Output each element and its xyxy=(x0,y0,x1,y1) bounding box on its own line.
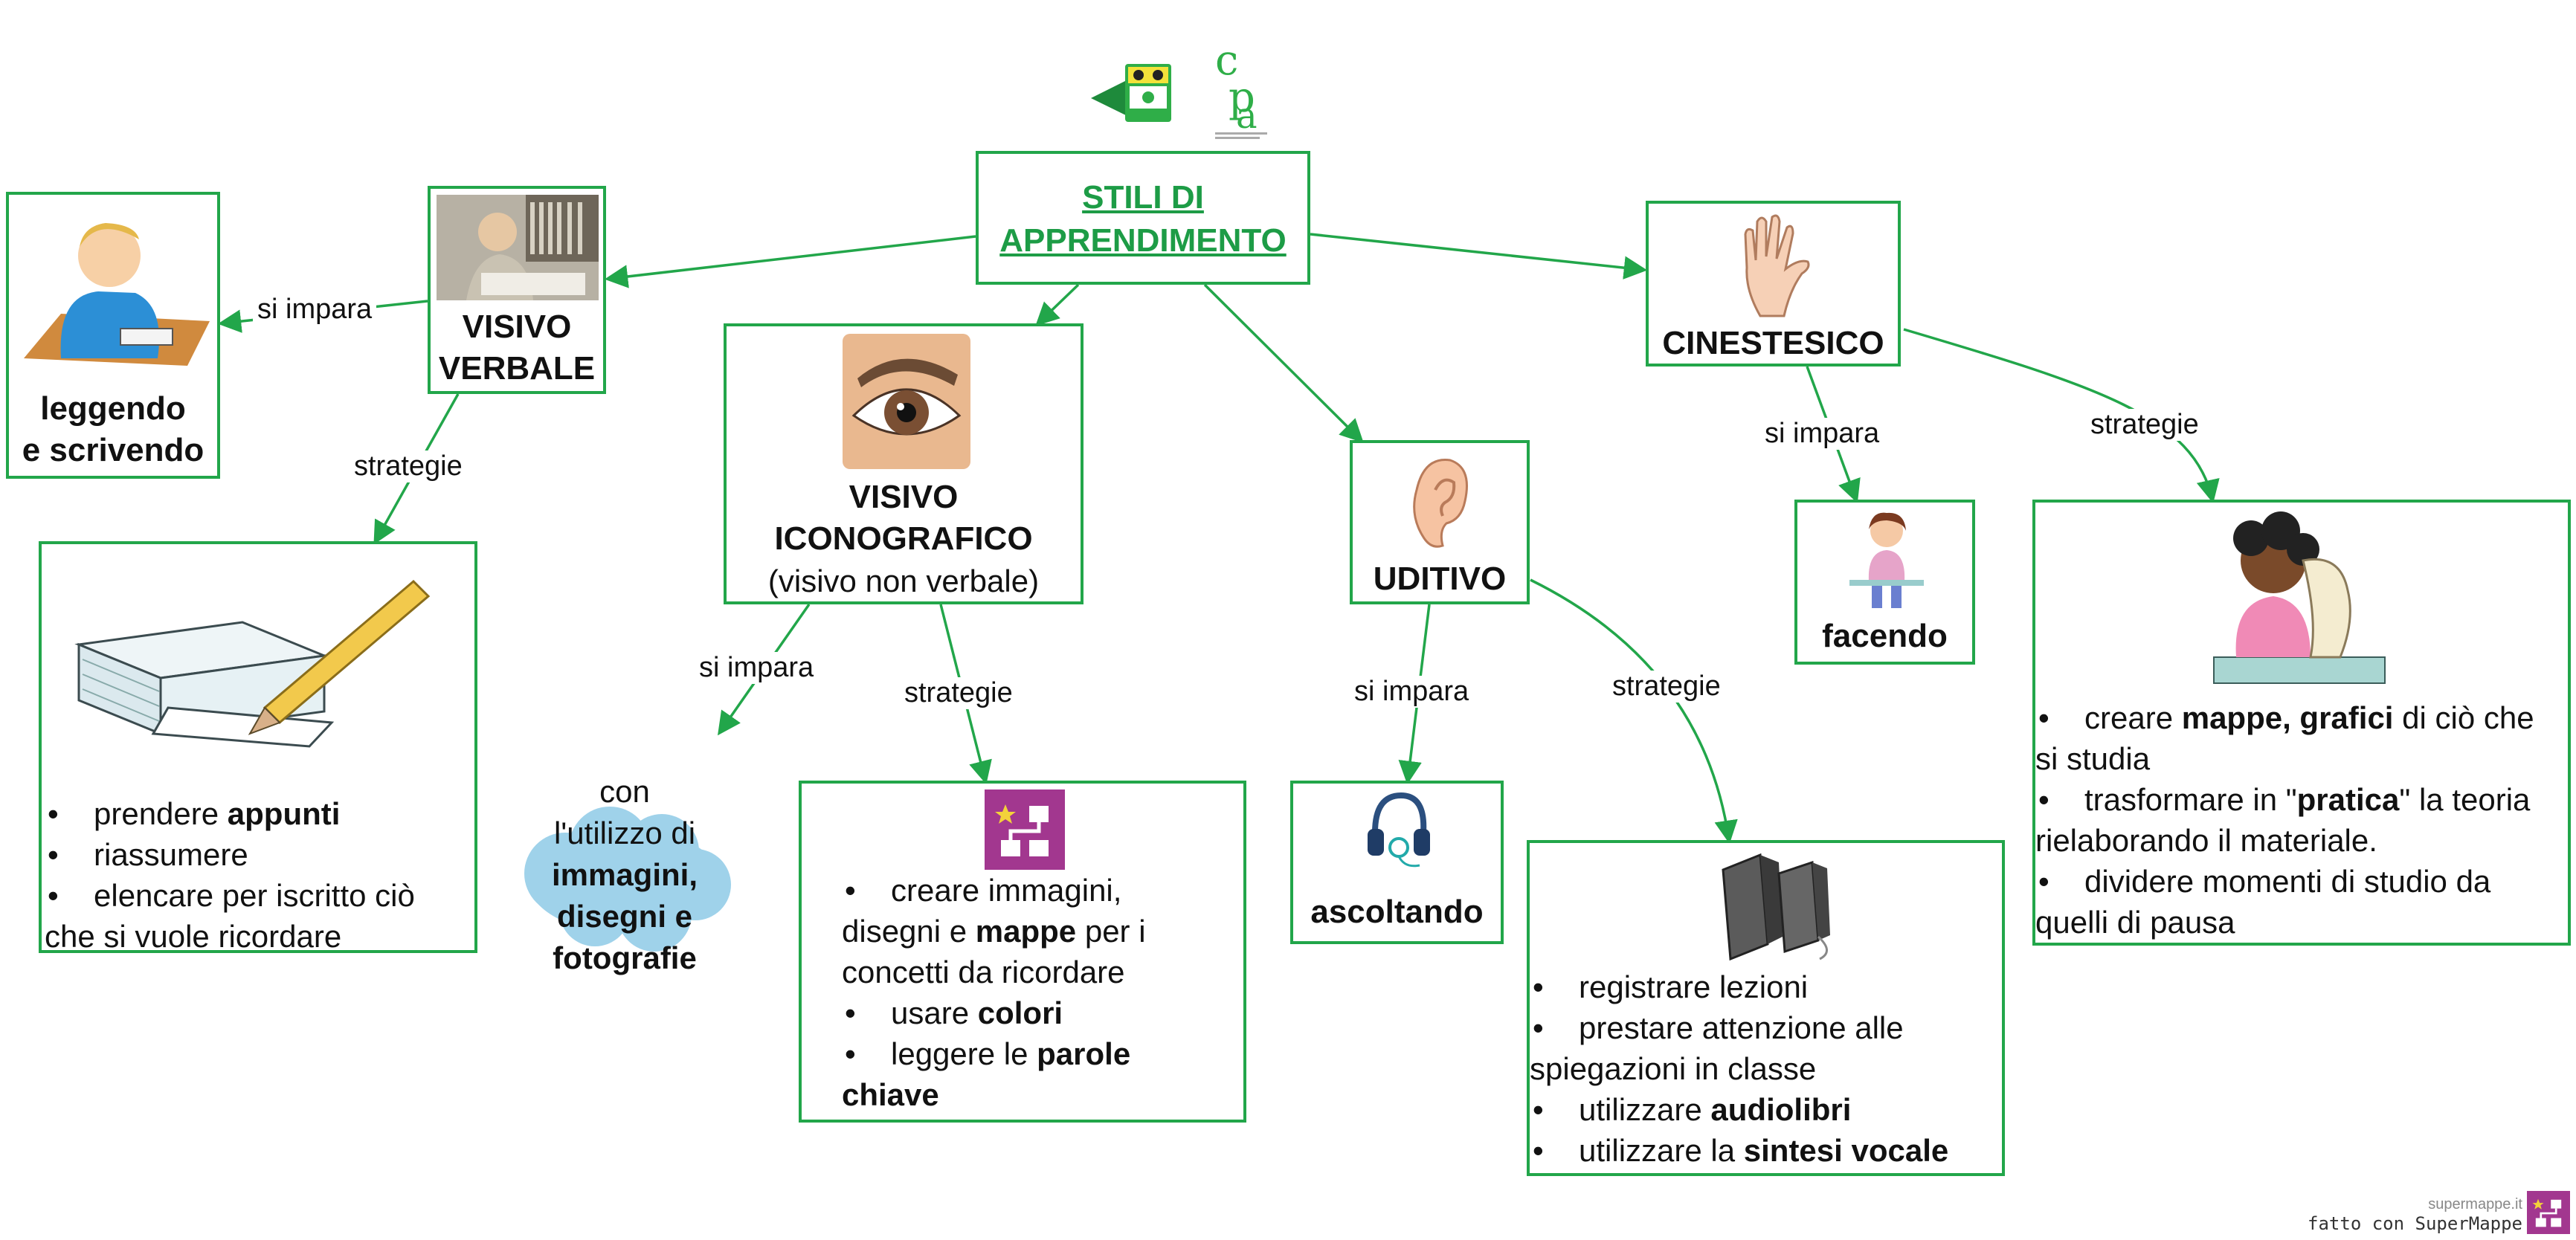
visivo-verbale-title-line1: VISIVO xyxy=(462,309,572,345)
strategy-item: prendere appunti xyxy=(45,793,471,834)
robot-logo xyxy=(1089,59,1179,126)
node-visivo-iconografico: VISIVO ICONOGRAFICO (visivo non verbale) xyxy=(724,323,1083,604)
cloud-line3: immagini, xyxy=(551,857,698,892)
strategy-item: utilizzare la sintesi vocale xyxy=(1530,1130,1999,1171)
visivo-iconografico-subtitle: (visivo non verbale) xyxy=(767,564,1040,598)
visivo-iconografico-title-line1: VISIVO xyxy=(849,479,959,515)
learn-leggendo-line2: e scrivendo xyxy=(22,432,205,468)
strategies-cinestesico: creare mappe, grafici di ciò che si stud… xyxy=(2032,500,2571,946)
cpa-logo: c p a xyxy=(1212,36,1272,144)
strategy-item: creare mappe, grafici di ciò che si stud… xyxy=(2035,697,2565,779)
edge-root-visivo-verbale xyxy=(604,235,976,288)
svg-text:a: a xyxy=(1236,95,1258,137)
edge-label-si-impara: si impara xyxy=(1350,676,1474,708)
strategies-uditivo: registrare lezioni prestare attenzione a… xyxy=(1527,840,2005,1176)
node-uditivo: UDITIVO xyxy=(1350,440,1530,604)
paper-pencil-illustration xyxy=(64,574,458,752)
learn-ascoltando: ascoltando xyxy=(1310,894,1484,930)
strategies-visivo-iconografico: creare immagini, disegni e mappe per i c… xyxy=(799,781,1246,1123)
strategy-item: registrare lezioni xyxy=(1530,966,1999,1007)
footer-credit: supermappe.it fatto con SuperMappe xyxy=(2308,1196,2522,1234)
root-node-stili-di-apprendimento: STILI DI APPRENDIMENTO xyxy=(976,151,1310,285)
edge-root-visivo-iconografico xyxy=(1035,283,1080,326)
learn-node-ascoltando: ascoltando xyxy=(1290,781,1504,944)
learn-node-facendo: facendo xyxy=(1794,500,1975,665)
eye-icon xyxy=(843,334,970,469)
root-title-line2: APPRENDIMENTO xyxy=(999,222,1287,259)
hand-icon xyxy=(1730,208,1820,320)
cinestesico-title: CINESTESICO xyxy=(1662,325,1884,361)
edge-label-si-impara: si impara xyxy=(253,294,377,326)
boy-reading-illustration xyxy=(16,210,213,381)
child-reading-photo xyxy=(437,195,599,300)
speakers-icon xyxy=(1708,847,1835,966)
cloud-line1: con xyxy=(599,774,650,809)
strategy-item: creare immagini, disegni e mappe per i c… xyxy=(842,870,1199,992)
edge-label-strategie: strategie xyxy=(1608,671,1725,703)
strategies-visivo-verbale: prendere appunti riassumere elencare per… xyxy=(39,541,477,954)
child-doing-illustration xyxy=(1842,507,1931,611)
edge-label-si-impara: si impara xyxy=(695,652,819,684)
node-visivo-verbale: VISIVO VERBALE xyxy=(428,186,606,394)
headphones-icon xyxy=(1360,788,1434,871)
strategy-item: prestare attenzione alle spiegazioni in … xyxy=(1530,1007,1999,1089)
supermappe-icon xyxy=(985,789,1065,870)
edge-label-si-impara: si impara xyxy=(1760,418,1884,450)
learn-leggendo-line1: leggendo xyxy=(40,390,186,427)
learn-facendo: facendo xyxy=(1822,618,1948,654)
strategy-item: riassumere xyxy=(45,834,471,875)
edge-ci-strategie xyxy=(1903,328,2220,504)
edge-label-strategie: strategie xyxy=(2086,409,2203,441)
girl-crafting-illustration xyxy=(2199,508,2407,687)
strategy-item: usare colori xyxy=(842,992,1199,1033)
visivo-verbale-title-line2: VERBALE xyxy=(438,350,596,387)
cloud-line2: l'utilizzo di xyxy=(553,816,696,850)
svg-text:p: p xyxy=(1229,74,1255,122)
strategy-item: trasformare in "pratica" la teoria riela… xyxy=(2035,779,2565,861)
strategy-item: leggere le parole chiave xyxy=(842,1033,1199,1115)
edge-root-cinestesico xyxy=(1310,233,1648,280)
edge-root-uditivo xyxy=(1203,283,1364,443)
footer-made-with: fatto con SuperMappe xyxy=(2308,1213,2522,1234)
supermappe-footer-logo[interactable] xyxy=(2527,1191,2570,1234)
cloud-learn-iconografico: con l'utilizzo di immagini, disegni e fo… xyxy=(513,769,736,978)
edge-label-strategie: strategie xyxy=(350,451,467,482)
strategy-item: elencare per iscritto ciò che si vuole r… xyxy=(45,875,471,957)
uditivo-title: UDITIVO xyxy=(1373,561,1507,597)
learn-node-leggendo: leggendo e scrivendo xyxy=(6,192,220,479)
svg-text:c: c xyxy=(1215,40,1238,85)
strategy-item: dividere momenti di studio da quelli di … xyxy=(2035,861,2565,943)
edge-ud-strategie xyxy=(1530,578,1738,845)
edge-label-strategie: strategie xyxy=(900,677,1017,709)
cloud-line5: fotografie xyxy=(553,940,697,975)
node-cinestesico: CINESTESICO xyxy=(1646,201,1901,366)
cloud-line4: disegni e xyxy=(556,899,693,934)
ear-icon xyxy=(1402,449,1476,553)
footer-site: supermappe.it xyxy=(2428,1196,2522,1212)
root-title-line1: STILI DI xyxy=(1082,179,1204,216)
strategy-item: utilizzare audiolibri xyxy=(1530,1089,1999,1130)
visivo-iconografico-title-line2: ICONOGRAFICO xyxy=(774,520,1033,557)
